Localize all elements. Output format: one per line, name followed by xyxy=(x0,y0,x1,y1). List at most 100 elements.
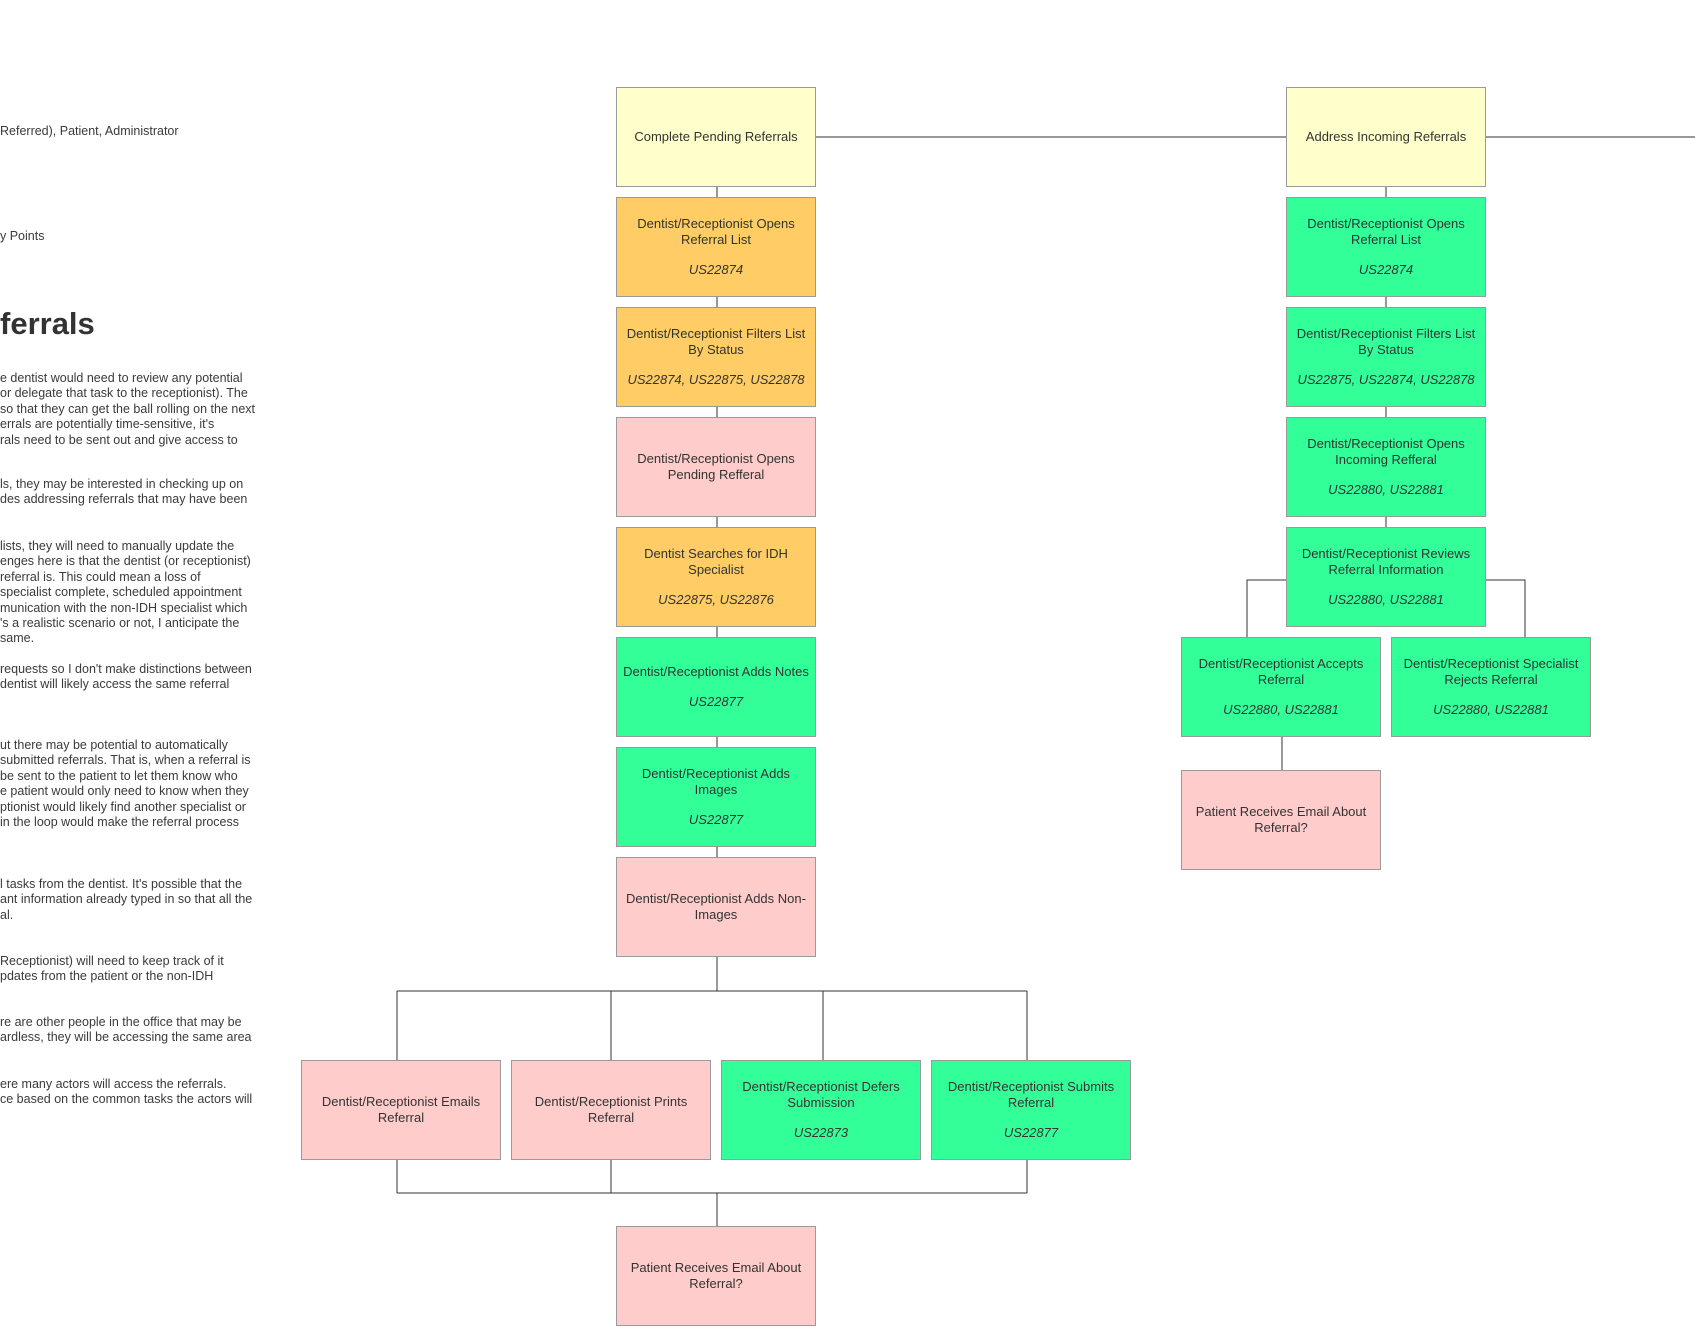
description-paragraph: lists, they will need to manually update… xyxy=(0,539,251,647)
defers-submission-node[interactable]: Dentist/Receptionist Defers Submission U… xyxy=(721,1060,921,1160)
description-paragraph: requests so I don't make distinctions be… xyxy=(0,662,252,693)
node-label: Dentist/Receptionist Opens Referral List xyxy=(637,216,795,247)
incoming-patient-receives-email-node[interactable]: Patient Receives Email About Referral? xyxy=(1181,770,1381,870)
text-line: rals need to be sent out and give access… xyxy=(0,432,238,447)
text-line: ce based on the common tasks the actors … xyxy=(0,1092,253,1107)
section-heading: ferrals xyxy=(0,306,95,341)
adds-non-images-node[interactable]: Dentist/Receptionist Adds Non-Images xyxy=(616,857,816,957)
node-label: Dentist/Receptionist Filters List By Sta… xyxy=(1296,326,1476,357)
text-line: enges here is that the dentist (or recep… xyxy=(0,554,251,569)
description-paragraph: ut there may be potential to automatical… xyxy=(0,738,251,830)
text-line: ardless, they will be accessing the same… xyxy=(0,1030,252,1045)
node-label: Dentist/Receptionist Emails Referral xyxy=(321,1094,481,1125)
pending-merge-connector xyxy=(396,1160,1028,1226)
text-line: so that they can get the ball rolling on… xyxy=(0,401,256,416)
story-code: US22874 xyxy=(688,262,744,277)
text-line: 's a realistic scenario or not, I antici… xyxy=(0,616,240,631)
node-label: Dentist/Receptionist Prints Referral xyxy=(534,1094,688,1125)
text-line: lists, they will need to manually update… xyxy=(0,539,235,553)
text-line: munication with the non-IDH specialist w… xyxy=(0,600,248,615)
node-label: Dentist/Receptionist Opens Incoming Reff… xyxy=(1307,436,1465,467)
incoming-branch-connector xyxy=(1246,579,1526,770)
text-line: ut there may be potential to automatical… xyxy=(0,738,228,752)
text-line: al. xyxy=(0,907,14,922)
text-line: ptionist would likely find another speci… xyxy=(0,799,246,814)
description-paragraph: e dentist would need to review any poten… xyxy=(0,371,255,448)
node-label: Dentist/Receptionist Filters List By Sta… xyxy=(626,326,806,357)
patient-receives-email-node[interactable]: Patient Receives Email About Referral? xyxy=(616,1226,816,1326)
story-code: US22880, US22881 xyxy=(1328,592,1444,607)
reviews-referral-information-node[interactable]: Dentist/Receptionist Reviews Referral In… xyxy=(1286,527,1486,627)
node-label: Dentist/Receptionist Adds Non-Images xyxy=(626,891,806,922)
opens-pending-referral-node[interactable]: Dentist/Receptionist Opens Pending Reffe… xyxy=(616,417,816,517)
story-code: US22877 xyxy=(688,812,744,827)
node-label: Address Incoming Referrals xyxy=(1305,129,1467,144)
text-line: pdates from the patient or the non-IDH xyxy=(0,969,214,984)
node-label: Dentist/Receptionist Submits Referral xyxy=(947,1079,1115,1110)
node-label: Dentist/Receptionist Opens Pending Reffe… xyxy=(637,451,795,482)
text-line: l tasks from the dentist. It's possible … xyxy=(0,877,243,891)
searches-idh-specialist-node[interactable]: Dentist Searches for IDH Specialist US22… xyxy=(616,527,816,627)
node-label: Dentist/Receptionist Opens Referral List xyxy=(1307,216,1465,247)
text-line: ere many actors will access the referral… xyxy=(0,1077,227,1091)
text-line: requests so I don't make distinctions be… xyxy=(0,662,252,676)
text-line: e dentist would need to review any poten… xyxy=(0,371,243,385)
text-line: referral is. This could mean a loss of xyxy=(0,569,201,584)
description-paragraph: ere many actors will access the referral… xyxy=(0,1077,252,1108)
description-paragraph: l tasks from the dentist. It's possible … xyxy=(0,877,252,923)
story-code: US22880, US22881 xyxy=(1328,482,1444,497)
incoming-filters-list-node[interactable]: Dentist/Receptionist Filters List By Sta… xyxy=(1286,307,1486,407)
story-code: US22877 xyxy=(1003,1125,1059,1140)
story-code: US22877 xyxy=(688,694,744,709)
text-line: errals are potentially time-sensitive, i… xyxy=(0,417,215,432)
story-code: US22880, US22881 xyxy=(1223,702,1339,717)
emails-referral-node[interactable]: Dentist/Receptionist Emails Referral xyxy=(301,1060,501,1160)
submits-referral-node[interactable]: Dentist/Receptionist Submits Referral US… xyxy=(931,1060,1131,1160)
rejects-referral-node[interactable]: Dentist/Receptionist Specialist Rejects … xyxy=(1391,637,1591,737)
text-line: dentist will likely access the same refe… xyxy=(0,677,230,692)
story-code: US22875, US22876 xyxy=(658,592,774,607)
node-label: Dentist Searches for IDH Specialist xyxy=(644,546,788,577)
actors-text: Referred), Patient, Administrator xyxy=(0,124,179,138)
adds-notes-node[interactable]: Dentist/Receptionist Adds Notes US22877 xyxy=(616,637,816,737)
filters-list-by-status-node[interactable]: Dentist/Receptionist Filters List By Sta… xyxy=(616,307,816,407)
text-line: or delegate that task to the receptionis… xyxy=(0,386,248,401)
complete-pending-referrals-node[interactable]: Complete Pending Referrals xyxy=(616,87,816,187)
text-line: des addressing referrals that may have b… xyxy=(0,492,248,507)
incoming-opens-referral-list-node[interactable]: Dentist/Receptionist Opens Referral List… xyxy=(1286,197,1486,297)
description-paragraph: re are other people in the office that m… xyxy=(0,1015,252,1046)
story-code: US22875, US22874, US22878 xyxy=(1297,372,1475,387)
text-line: re are other people in the office that m… xyxy=(0,1015,242,1029)
opens-incoming-referral-node[interactable]: Dentist/Receptionist Opens Incoming Reff… xyxy=(1286,417,1486,517)
story-code: US22880, US22881 xyxy=(1433,702,1549,717)
text-line: ant information already typed in so that… xyxy=(0,892,253,907)
node-label: Patient Receives Email About Referral? xyxy=(1195,804,1367,835)
pending-fanout-connector xyxy=(396,957,1028,1060)
description-paragraph: Receptionist) will need to keep track of… xyxy=(0,954,224,985)
prints-referral-node[interactable]: Dentist/Receptionist Prints Referral xyxy=(511,1060,711,1160)
text-line: Receptionist) will need to keep track of… xyxy=(0,954,224,968)
story-code: US22874, US22875, US22878 xyxy=(627,372,805,387)
accepts-referral-node[interactable]: Dentist/Receptionist Accepts Referral US… xyxy=(1181,637,1381,737)
text-line: submitted referrals. That is, when a ref… xyxy=(0,753,251,768)
text-line: specialist complete, scheduled appointme… xyxy=(0,585,242,600)
node-label: Patient Receives Email About Referral? xyxy=(630,1260,802,1291)
text-line: e patient would only need to know when t… xyxy=(0,784,249,799)
node-label: Dentist/Receptionist Adds Images xyxy=(641,766,791,797)
address-incoming-referrals-node[interactable]: Address Incoming Referrals xyxy=(1286,87,1486,187)
node-label: Dentist/Receptionist Reviews Referral In… xyxy=(1301,546,1471,577)
story-code: US22874 xyxy=(1358,262,1414,277)
opens-referral-list-node[interactable]: Dentist/Receptionist Opens Referral List… xyxy=(616,197,816,297)
node-label: Dentist/Receptionist Accepts Referral xyxy=(1198,656,1364,687)
node-label: Dentist/Receptionist Defers Submission xyxy=(742,1079,900,1110)
node-label: Dentist/Receptionist Specialist Rejects … xyxy=(1403,656,1579,687)
node-label: Complete Pending Referrals xyxy=(634,129,798,144)
story-code: US22873 xyxy=(793,1125,849,1140)
text-line: same. xyxy=(0,631,35,646)
text-line: be sent to the patient to let them know … xyxy=(0,768,238,783)
node-label: Dentist/Receptionist Adds Notes xyxy=(623,664,809,679)
entry-points-text: y Points xyxy=(0,229,45,243)
description-paragraph: ls, they may be interested in checking u… xyxy=(0,477,247,508)
adds-images-node[interactable]: Dentist/Receptionist Adds Images US22877 xyxy=(616,747,816,847)
